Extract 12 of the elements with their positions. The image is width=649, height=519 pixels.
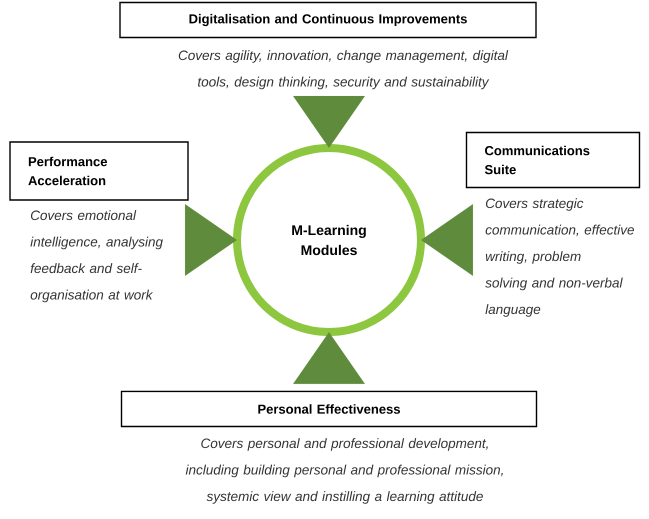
description-text: Covers personal and professional development, including building personal and professional mission, systemic view and instilling a learning attitude — [186, 438, 503, 504]
triangle-arrow — [184, 204, 237, 276]
description-text: Covers agility, innovation, change management, digital tools, design thinking, security and sustainability — [178, 50, 508, 90]
description-text: Covers strategic communication, effective writing, problem solving and non-verbal language — [485, 198, 634, 317]
title-box: Performance Acceleration — [9, 141, 189, 201]
description-text: Covers emotional intelligence, analysing feedback and self-organisation at work — [30, 210, 163, 302]
title-box: Personal Effectiveness — [120, 390, 538, 428]
title-box: Digitalisation and Continuous Improvements — [119, 2, 537, 38]
triangle-arrow — [293, 332, 365, 384]
triangle-arrow — [293, 96, 365, 148]
title-box: Communications Suite — [466, 132, 640, 188]
triangle-arrow — [421, 204, 474, 276]
